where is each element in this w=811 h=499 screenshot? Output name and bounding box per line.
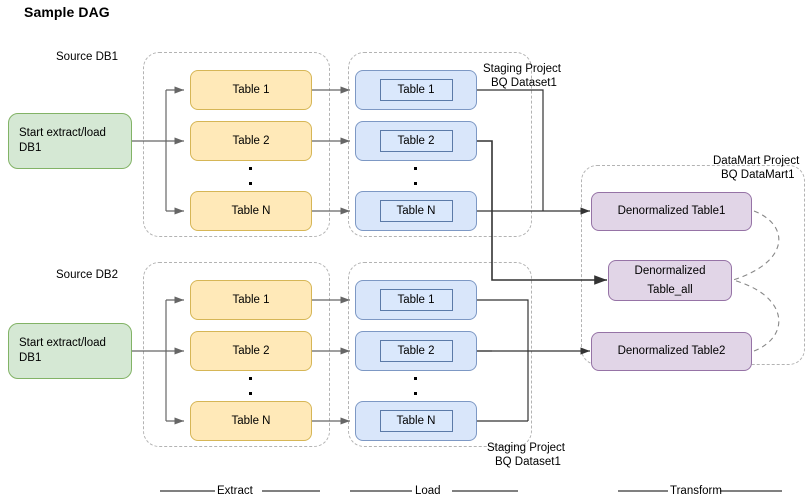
node-load-db2-table-n-inner: Table N (379, 410, 453, 432)
ellipsis-dot (249, 182, 252, 185)
node-label: Denormalized Table2 (617, 345, 726, 357)
node-extract-db1-table-n[interactable]: Table N (190, 191, 312, 231)
label-staging-top-line2: BQ Dataset1 (491, 77, 557, 89)
label-source-db1: Source DB1 (56, 51, 119, 63)
ellipsis-dot (414, 377, 417, 380)
ellipsis-dot (414, 182, 417, 185)
node-label-line1: Denormalized (634, 264, 706, 277)
node-denormalized-table-all[interactable]: Denormalized Table_all (608, 260, 732, 301)
node-load-db2-table-1[interactable]: Table 1 (355, 280, 477, 320)
node-load-db2-table-1-inner: Table 1 (379, 289, 453, 311)
node-label: Table 1 (232, 83, 270, 96)
ellipsis-dot (249, 392, 252, 395)
node-extract-db2-table-1[interactable]: Table 1 (190, 280, 312, 320)
ellipsis-dot (414, 167, 417, 170)
node-extract-db1-table-1[interactable]: Table 1 (190, 70, 312, 110)
node-label: Table N (396, 414, 436, 427)
node-label-line2: Table_all (647, 283, 693, 296)
node-load-db2-table-2[interactable]: Table 2 (355, 331, 477, 371)
node-start-db2[interactable]: Start extract/load DB1 (8, 323, 132, 379)
node-denormalized-table1[interactable]: Denormalized Table1 (591, 192, 752, 231)
label-datamart-line1: DataMart Project (713, 155, 800, 167)
label-staging-bottom-line1: Staging Project (487, 442, 565, 454)
node-denormalized-table2[interactable]: Denormalized Table2 (591, 332, 752, 371)
node-load-db2-table-2-inner: Table 2 (379, 340, 453, 362)
group-extract-db1 (143, 52, 330, 237)
page-title: Sample DAG (24, 4, 110, 20)
label-datamart-line2: BQ DataMart1 (721, 169, 795, 181)
node-start-db1-line2: DB1 (19, 142, 42, 154)
node-label: Table 1 (397, 293, 435, 306)
node-extract-db2-table-n[interactable]: Table N (190, 401, 312, 441)
node-label: Denormalized Table1 (617, 205, 726, 217)
node-extract-db1-table-2[interactable]: Table 2 (190, 121, 312, 161)
node-load-db1-table-1[interactable]: Table 1 (355, 70, 477, 110)
ellipsis-dot (249, 377, 252, 380)
node-extract-db2-table-2[interactable]: Table 2 (190, 331, 312, 371)
node-label: Table 2 (397, 134, 435, 147)
phase-label-load: Load (415, 485, 441, 497)
node-start-db1[interactable]: Start extract/load DB1 (8, 113, 132, 169)
ellipsis-dot (414, 392, 417, 395)
node-load-db1-table-2[interactable]: Table 2 (355, 121, 477, 161)
node-load-db1-table-n-inner: Table N (379, 200, 453, 222)
node-label: Table 2 (232, 134, 270, 147)
node-label: Table 2 (232, 344, 270, 357)
node-label: Table N (231, 414, 271, 427)
node-label: Table 1 (397, 83, 435, 96)
node-label: Table 1 (232, 293, 270, 306)
node-label: Table N (396, 204, 436, 217)
node-load-db1-table-2-inner: Table 2 (379, 130, 453, 152)
label-source-db2: Source DB2 (56, 269, 119, 281)
label-staging-bottom-line2: BQ Dataset1 (495, 456, 561, 468)
ellipsis-dot (249, 167, 252, 170)
node-load-db1-table-1-inner: Table 1 (379, 79, 453, 101)
label-staging-top-line1: Staging Project (483, 63, 561, 75)
node-label: Table N (231, 204, 271, 217)
group-extract-db2 (143, 262, 330, 447)
phase-label-extract: Extract (217, 485, 253, 497)
node-load-db1-table-n[interactable]: Table N (355, 191, 477, 231)
node-start-db2-line1: Start extract/load (19, 337, 106, 349)
node-start-db1-line1: Start extract/load (19, 127, 106, 139)
node-label: Table 2 (397, 344, 435, 357)
node-start-db2-line2: DB1 (19, 352, 42, 364)
phase-label-transform: Transform (670, 485, 722, 497)
node-load-db2-table-n[interactable]: Table N (355, 401, 477, 441)
